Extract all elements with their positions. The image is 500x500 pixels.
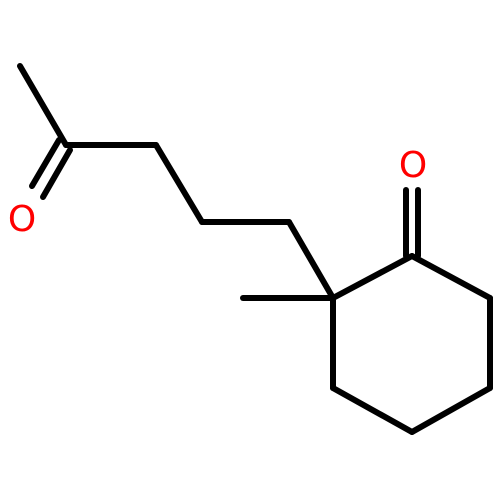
ring-ketone-oxygen-label: O [399, 145, 427, 186]
chain-ketone-oxygen-label: O [8, 199, 36, 240]
ring-bond-1 [330, 253, 415, 301]
double-bond-chain-ketone-a [29, 137, 62, 189]
ring-bond-4 [409, 385, 493, 435]
double-bond-chain-ketone-b [40, 147, 73, 200]
bond-chain-quaternary [286, 219, 336, 301]
bond-ch2-ch2-a [153, 142, 205, 225]
ring-bond-2 [409, 253, 493, 301]
bond-methyl-carbonyl [17, 63, 69, 148]
ring-bond-5 [330, 385, 415, 435]
